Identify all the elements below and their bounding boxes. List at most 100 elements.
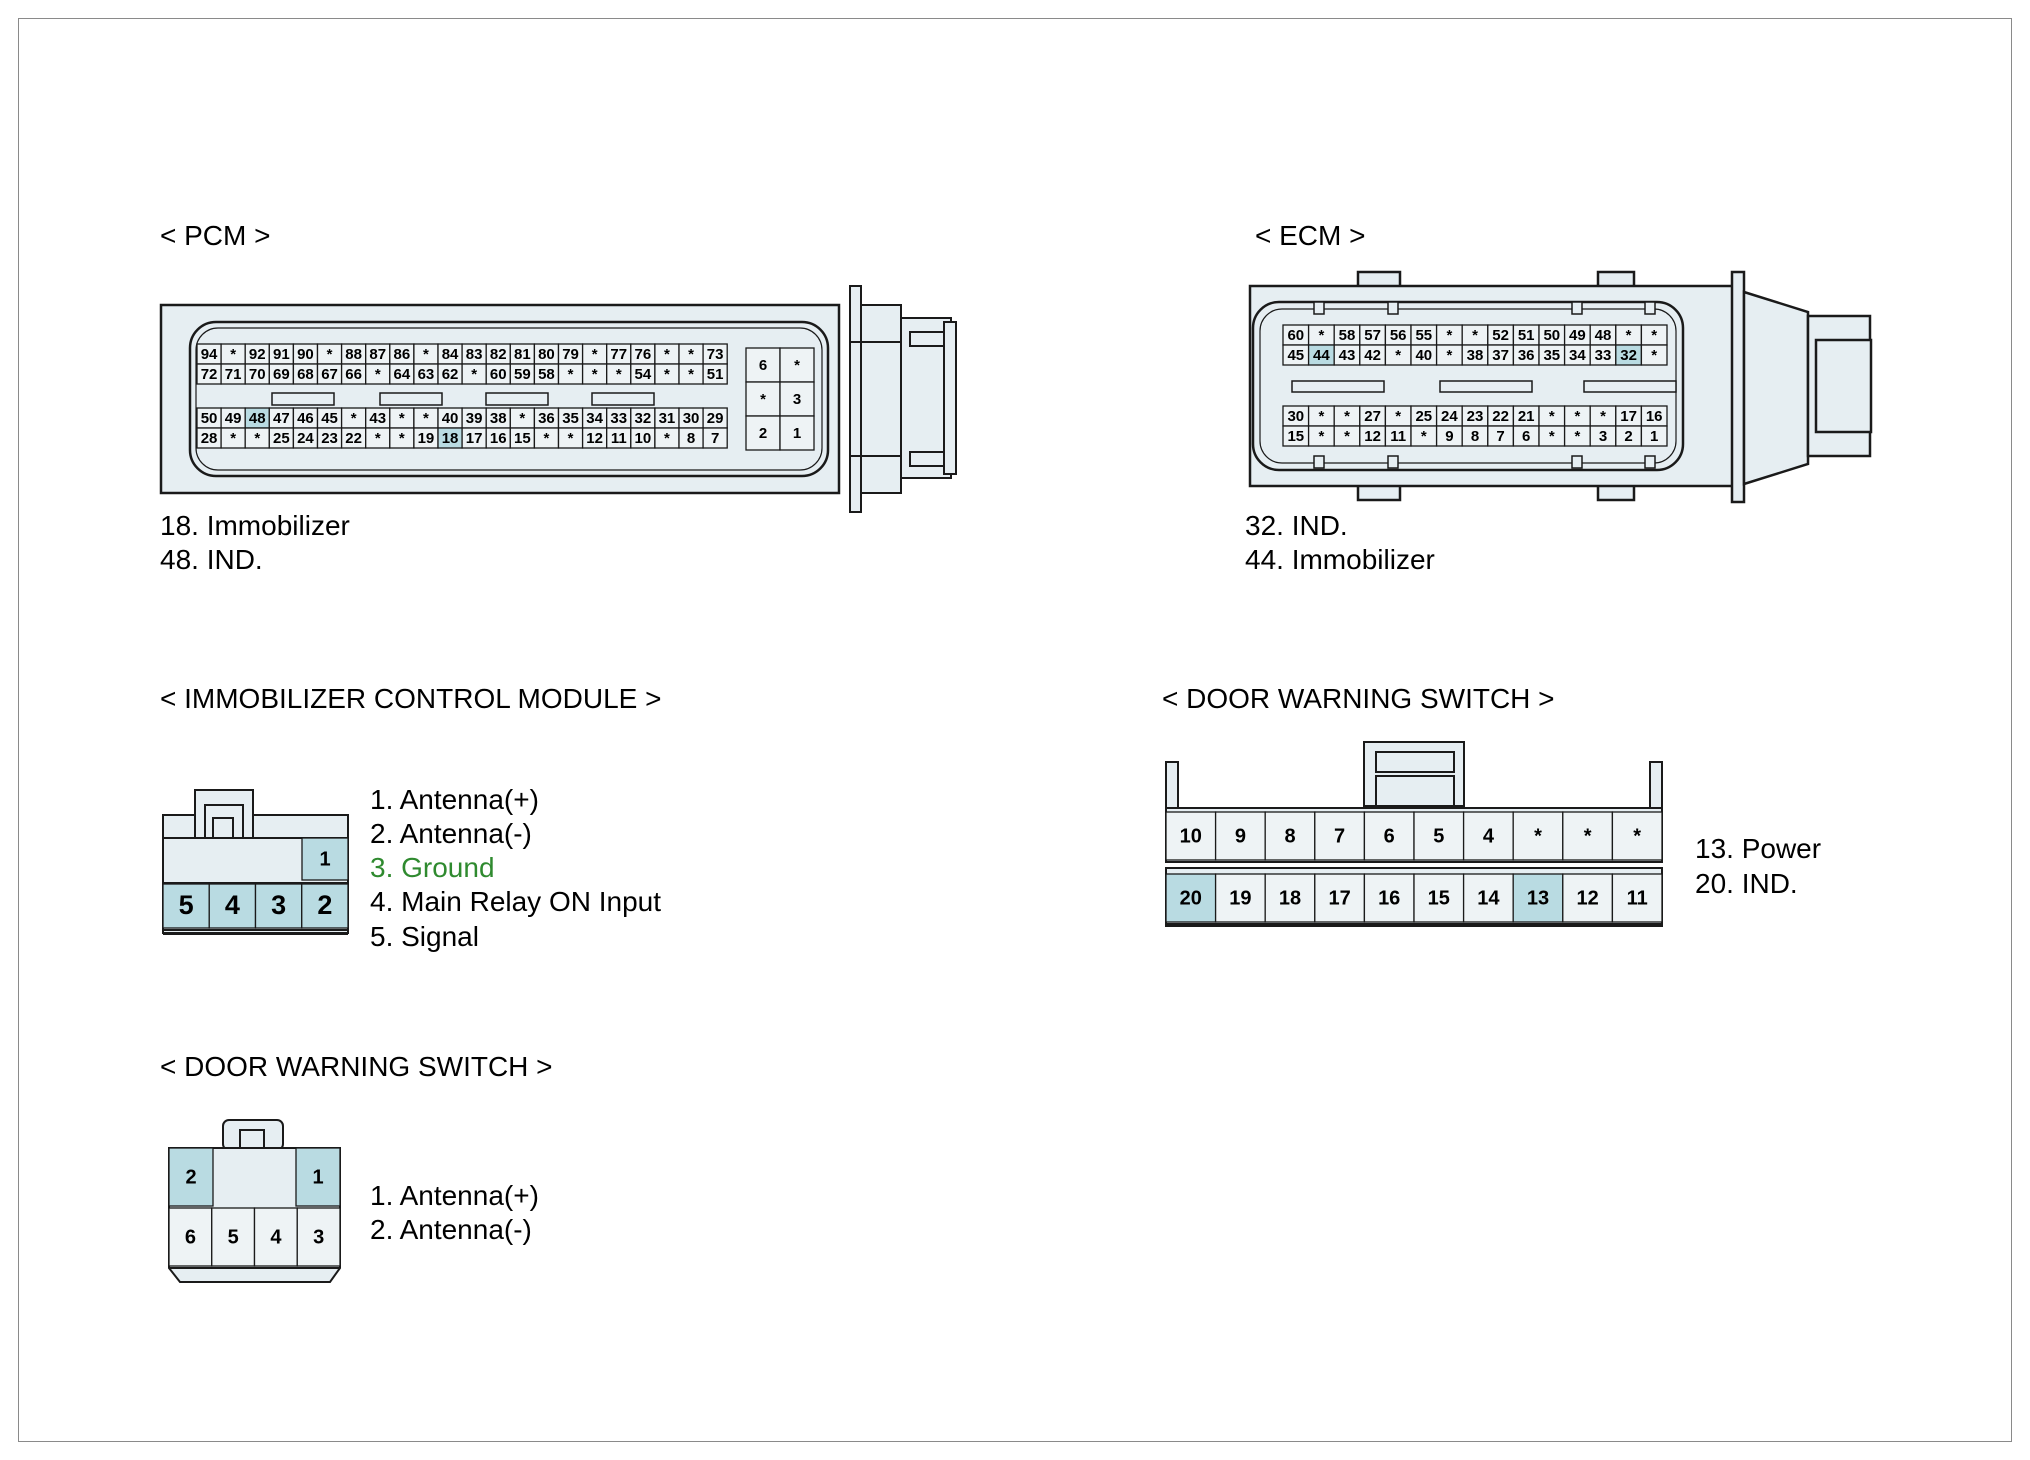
ecm-pin: 33 [1589,344,1617,366]
pin-label: 17 [466,430,483,447]
pin-label: 39 [466,410,483,427]
pin-label: 64 [394,366,411,383]
pin-label: 23 [1467,408,1484,425]
pin-label: 57 [1364,327,1381,344]
ecm-pin: 45 [1282,344,1310,366]
pin-label: 10 [1180,825,1202,847]
pcm-pin: * [509,407,536,429]
pcm-pin: * [654,343,680,365]
immobilizer-note-5: 5. Signal [370,921,479,952]
pcm-pin: 94 [196,343,222,365]
door-switch-large-note-1: 13. Power [1695,833,1821,864]
pin-label: 9 [1445,428,1453,445]
pin-label: * [1574,428,1580,445]
pin-label: 16 [1646,408,1663,425]
pin-label: 12 [1364,428,1381,445]
pcm-pin: 90 [292,343,319,365]
pin-label: * [1574,408,1580,425]
pcm-pin: 83 [461,343,487,365]
door-switch-small-title: < DOOR WARNING SWITCH > [160,1051,553,1082]
door-switch-small-pin: 1 [295,1147,341,1207]
pcm-pin: 40 [437,407,463,429]
door-switch-large-pin: * [1512,811,1564,861]
pcm-pin: 68 [292,363,319,385]
pin-label: 24 [297,430,314,447]
pin-label: * [760,391,766,408]
pin-label: 51 [707,366,724,383]
pin-label: 23 [321,430,338,447]
pcm-pin: 69 [268,363,295,385]
pin-label: 71 [225,366,242,383]
door-switch-small-note-1: 1. Antenna(+) [370,1180,539,1211]
pcm-pin: 79 [557,343,584,365]
ecm-pin: 49 [1563,324,1591,346]
pcm-pin: 25 [268,427,295,449]
pin-label: 70 [249,366,266,383]
pcm-pin: 45 [316,407,343,429]
ecm-pin: 32 [1615,344,1643,366]
pin-label: 2 [759,425,767,442]
pcm-pin: 70 [244,363,270,385]
pin-label: 6 [1384,825,1395,847]
pin-label: 8 [1471,428,1479,445]
ecm-pin: 58 [1333,324,1361,346]
ecm-section: < ECM > [1245,220,1873,575]
pcm-pin: 36 [533,407,560,429]
door-switch-large-pin: 18 [1264,873,1316,923]
pin-label: 88 [345,346,362,363]
pcm-right-pin: 3 [779,381,815,417]
pcm-pin: * [340,407,367,429]
pin-label: * [1600,408,1606,425]
pin-label: * [1549,408,1555,425]
pcm-right-pin: * [745,381,781,417]
pin-label: 11 [1627,887,1648,909]
pin-label: * [688,346,694,363]
ecm-pin: 11 [1384,425,1412,447]
pcm-pin: 76 [630,343,656,365]
ecm-pin: 50 [1538,324,1566,346]
ecm-pin: 17 [1615,405,1643,427]
pin-label: 82 [490,346,507,363]
immobilizer-pin: 3 [254,883,303,929]
pin-label: 33 [1595,347,1612,364]
ecm-pin: 37 [1487,344,1515,366]
pin-label: 52 [1492,327,1509,344]
pin-label: 3 [313,1226,324,1248]
pin-label: * [519,410,525,427]
pin-label: 42 [1364,347,1381,364]
pcm-pin: * [413,407,439,429]
pin-label: 40 [1415,347,1432,364]
pcm-pin: 77 [606,343,632,365]
ecm-key-slots [1291,380,1677,393]
pcm-pin: 67 [316,363,343,385]
ecm-pin: 16 [1640,405,1668,427]
pin-label: 31 [659,410,676,427]
door-switch-large-pin: 12 [1562,873,1614,923]
pcm-connector-inner-line [195,327,823,471]
ecm-notches [1313,301,1656,469]
pcm-title: < PCM > [160,220,270,251]
sheet-border [18,18,2012,1442]
pcm-pin: 12 [581,427,608,449]
pcm-pin: 81 [509,343,536,365]
pin-label: 73 [707,346,724,363]
pin-label: 38 [1467,347,1484,364]
pin-label: 47 [273,410,290,427]
pcm-pin: 22 [340,427,367,449]
pin-label: 28 [201,430,218,447]
pcm-pin: 60 [485,363,511,385]
pin-label: 7 [1496,428,1504,445]
pcm-pin: 58 [533,363,560,385]
immobilizer-pin: 5 [162,883,210,929]
pin-label: * [568,430,574,447]
pin-label: 13 [1527,887,1549,909]
ecm-pin: 34 [1563,344,1591,366]
pin-label: 54 [635,366,652,383]
pin-label: 59 [514,366,531,383]
pin-label: 2 [1624,428,1632,445]
pin-label: 44 [1313,347,1330,364]
pcm-pin: 30 [678,407,704,429]
ecm-pin: * [1435,324,1463,346]
pin-label: * [351,410,357,427]
